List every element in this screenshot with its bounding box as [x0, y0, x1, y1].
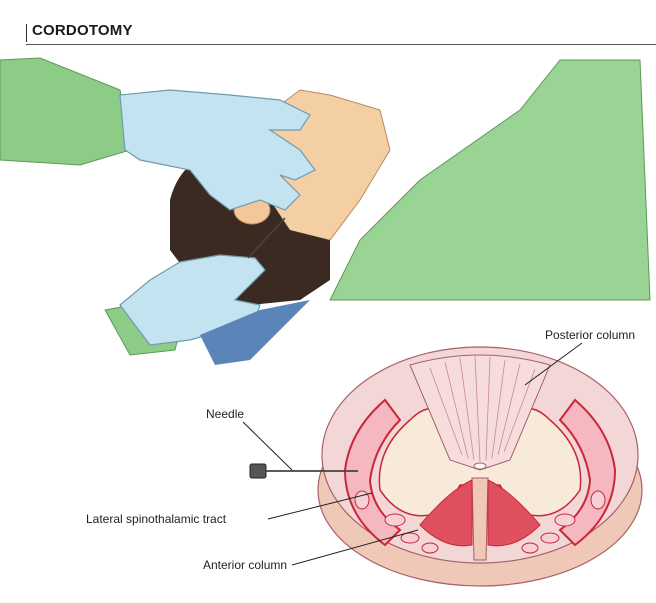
needle-insertion: [247, 217, 286, 259]
leader-lateral: [267, 492, 373, 520]
label-anterior-column: Anterior column: [203, 558, 288, 572]
label-needle: Needle: [206, 407, 245, 421]
anterior-column-right: [487, 479, 541, 547]
header: CORDOTOMY: [0, 0, 656, 46]
surgeon-glove-upper: [119, 89, 316, 211]
leader-needle: [242, 421, 293, 471]
label-lateral-spinothalamic-tract: Lateral spinothalamic tract: [86, 512, 227, 526]
lateral-tract-right: [558, 398, 617, 547]
surgeon-glove-lower: [119, 254, 266, 346]
central-canal: [473, 462, 487, 470]
title-rule: [26, 44, 656, 45]
posterior-column-fibers: [429, 355, 536, 463]
anterior-column: [419, 479, 473, 547]
leader-posterior: [524, 342, 583, 386]
leader-anterior: [291, 529, 419, 566]
anterior-fissure: [471, 477, 489, 561]
patient-gown: [329, 59, 651, 301]
label-posterior-column: Posterior column: [545, 328, 636, 342]
page-title: CORDOTOMY: [32, 22, 133, 39]
blue-drape: [200, 300, 310, 365]
title-marker: [26, 24, 27, 42]
fiber-bundles: [354, 490, 606, 554]
lateral-tract-left: [343, 398, 402, 547]
needle-hub: [249, 463, 267, 479]
